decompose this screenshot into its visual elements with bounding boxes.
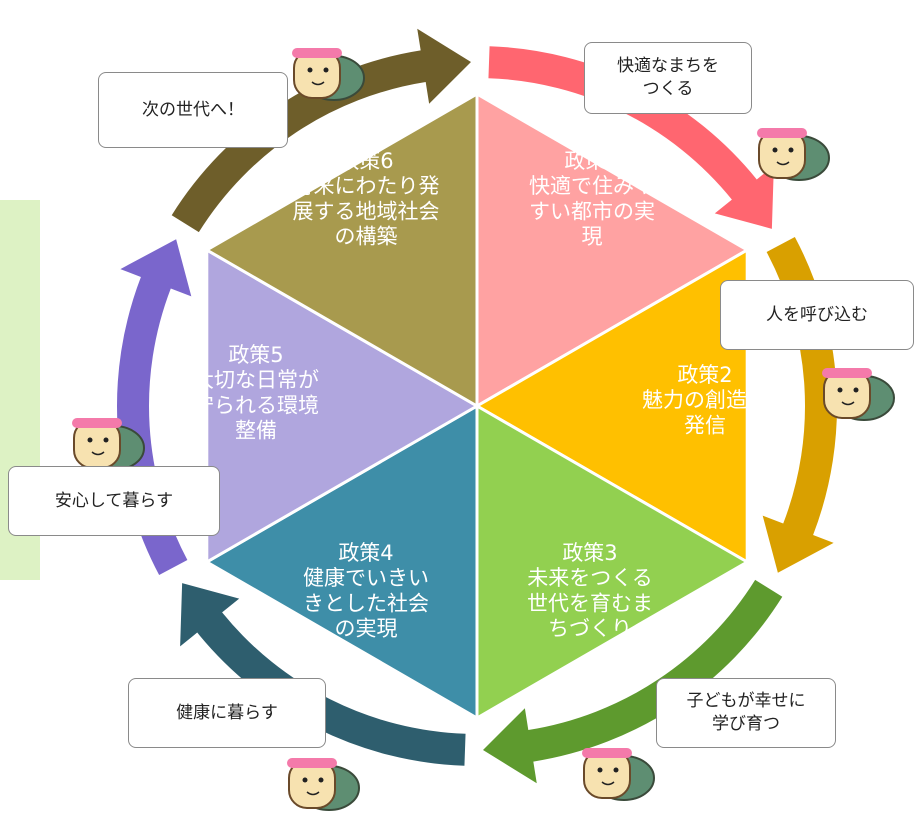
bowling-mascot-icon [822,368,895,421]
label-p3-line: ちづくり [548,617,632,641]
label-p5-line: 整備 [235,419,277,443]
callout-c6: 次の世代へ！ [98,72,288,148]
label-p3-line: 政策3 [562,541,617,565]
label-p6-line: 政策6 [338,149,393,173]
label-p5-line: 守られる環境 [193,393,319,417]
label-p1-line: 政策1 [564,149,619,173]
label-p2-line: 魅力の創造と [642,388,768,412]
label-p6-line: 将来にわたり発 [293,174,440,198]
cyclist-mascot-icon [757,128,830,181]
label-p1-line: 現 [582,225,603,249]
callout-c2: 人を呼び込む [720,280,914,350]
label-p4-line: 健康でいきい [303,566,429,590]
label-p3-line: 世代を育むま [527,591,653,615]
running-mascot-icon [292,48,365,101]
label-p4-line: 政策4 [338,541,393,565]
label-p2-line: 政策2 [677,363,732,387]
mascots [72,48,895,811]
scale-mascot-icon [287,758,360,811]
callout-c5: 安心して暮らす [8,466,220,536]
label-p6-line: の構築 [335,225,398,249]
callout-c4: 健康に暮らす [128,678,326,748]
lunch-mascot-icon [582,748,655,801]
label-p5-line: 大切な日常が [193,368,319,392]
label-p2-line: 発信 [684,413,726,437]
label-p1-line: すい都市の実 [529,199,655,223]
label-p4-line: の実現 [335,617,398,641]
arrow-p6 [171,28,471,233]
label-p1-line: 快適で住みや [529,174,655,198]
label-p6-line: 展する地域社会 [293,199,440,223]
callout-c3: 子どもが幸せに 学び育つ [656,678,836,748]
label-p3-line: 未来をつくる [527,566,653,590]
segment-p6 [203,91,479,409]
arrow-p3 [483,579,783,784]
label-p4-line: きとした社会 [303,591,429,615]
callout-c1: 快適なまちを つくる [584,42,752,114]
label-p5-line: 政策5 [228,343,283,367]
shell-mascot-icon [72,418,145,471]
